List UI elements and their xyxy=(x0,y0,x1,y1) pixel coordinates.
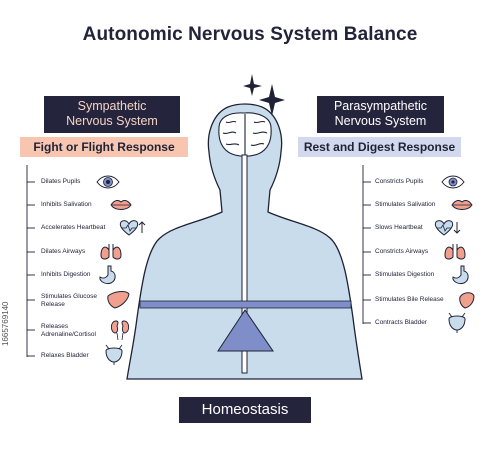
heart-icon xyxy=(119,220,146,236)
sympathetic-connectors xyxy=(26,165,35,357)
sympathetic-item: Accelerates Heartbeat xyxy=(41,224,105,232)
eye-icon xyxy=(96,175,120,189)
parasympathetic-item: Slows Heartbeat xyxy=(375,224,423,232)
lungs-icon xyxy=(444,244,466,260)
sympathetic-item: Relaxes Bladder xyxy=(41,352,89,360)
heading-line: Nervous System xyxy=(334,114,427,128)
parasympathetic-item: Stimulates Digestion xyxy=(375,271,434,279)
page-title: Autonomic Nervous System Balance xyxy=(82,24,418,45)
item-label: Dilates Airways xyxy=(41,248,86,255)
liver-icon xyxy=(459,292,475,309)
item-label: Dilates Pupils xyxy=(41,178,81,185)
item-label: Adrenaline/Cortisol xyxy=(41,331,96,338)
sympathetic-heading: Sympathetic Nervous System xyxy=(44,96,180,133)
parasympathetic-item: Constricts Pupils xyxy=(375,178,423,186)
sympathetic-item: Dilates Pupils xyxy=(41,178,80,186)
item-label: Constricts Pupils xyxy=(375,178,424,185)
balance-beam xyxy=(139,300,352,309)
heading-line: Parasympathetic xyxy=(333,99,428,113)
item-label: Slows Heartbeat xyxy=(375,224,423,231)
lips-icon xyxy=(451,199,473,210)
sympathetic-item: Releases Adrenaline/Cortisol xyxy=(41,323,96,339)
parasympathetic-item: Contracts Bladder xyxy=(375,319,427,327)
bladder-icon xyxy=(448,312,466,333)
lungs-icon xyxy=(100,244,122,260)
item-label: Stimulates Glucose xyxy=(41,293,97,300)
bladder-icon xyxy=(105,344,123,365)
item-label: Stimulates Salivation xyxy=(375,201,436,208)
heart-icon xyxy=(434,220,461,236)
kidneys-icon xyxy=(110,320,130,341)
brain-icon xyxy=(218,112,272,157)
item-label: Accelerates Heartbeat xyxy=(41,224,106,231)
sparkle-icon xyxy=(259,84,285,116)
item-label: Stimulates Digestion xyxy=(375,271,435,278)
liver-icon xyxy=(107,291,130,309)
sympathetic-item: Inhibits Salivation xyxy=(41,201,92,209)
balance-fulcrum xyxy=(217,309,274,352)
stock-id: 1665769140 xyxy=(1,301,10,347)
parasympathetic-heading: Parasympathetic Nervous System xyxy=(317,96,444,133)
sparkle-icon xyxy=(243,74,262,96)
sympathetic-item: Inhibits Digestion xyxy=(41,271,91,279)
homeostasis-label: Homeostasis xyxy=(179,397,311,423)
item-label: Releases xyxy=(41,323,69,330)
item-label: Inhibits Digestion xyxy=(41,271,91,278)
parasympathetic-item: Stimulates Bile Release xyxy=(375,296,444,304)
spinal-cord xyxy=(241,154,248,374)
fight-or-flight-label: Fight or Flight Response xyxy=(20,137,188,157)
item-label: Stimulates Bile Release xyxy=(375,296,444,303)
item-label: Contracts Bladder xyxy=(375,319,428,326)
item-label: Relaxes Bladder xyxy=(41,352,89,359)
parasympathetic-item: Stimulates Salivation xyxy=(375,201,435,209)
item-label: Constricts Airways xyxy=(375,248,429,255)
eye-icon xyxy=(441,175,465,189)
rest-and-digest-label: Rest and Digest Response xyxy=(298,137,461,157)
heading-line: Nervous System xyxy=(66,114,158,128)
sympathetic-item: Dilates Airways xyxy=(41,248,85,256)
lips-icon xyxy=(110,199,132,210)
parasympathetic-item: Constricts Airways xyxy=(375,248,428,256)
stomach-icon xyxy=(452,265,469,284)
item-label: Release xyxy=(41,301,65,308)
heading-line: Sympathetic xyxy=(77,99,147,113)
stomach-icon xyxy=(99,265,116,284)
item-label: Inhibits Salivation xyxy=(41,201,92,208)
parasympathetic-connectors xyxy=(362,165,371,324)
sympathetic-item: Stimulates Glucose Release xyxy=(41,293,97,309)
